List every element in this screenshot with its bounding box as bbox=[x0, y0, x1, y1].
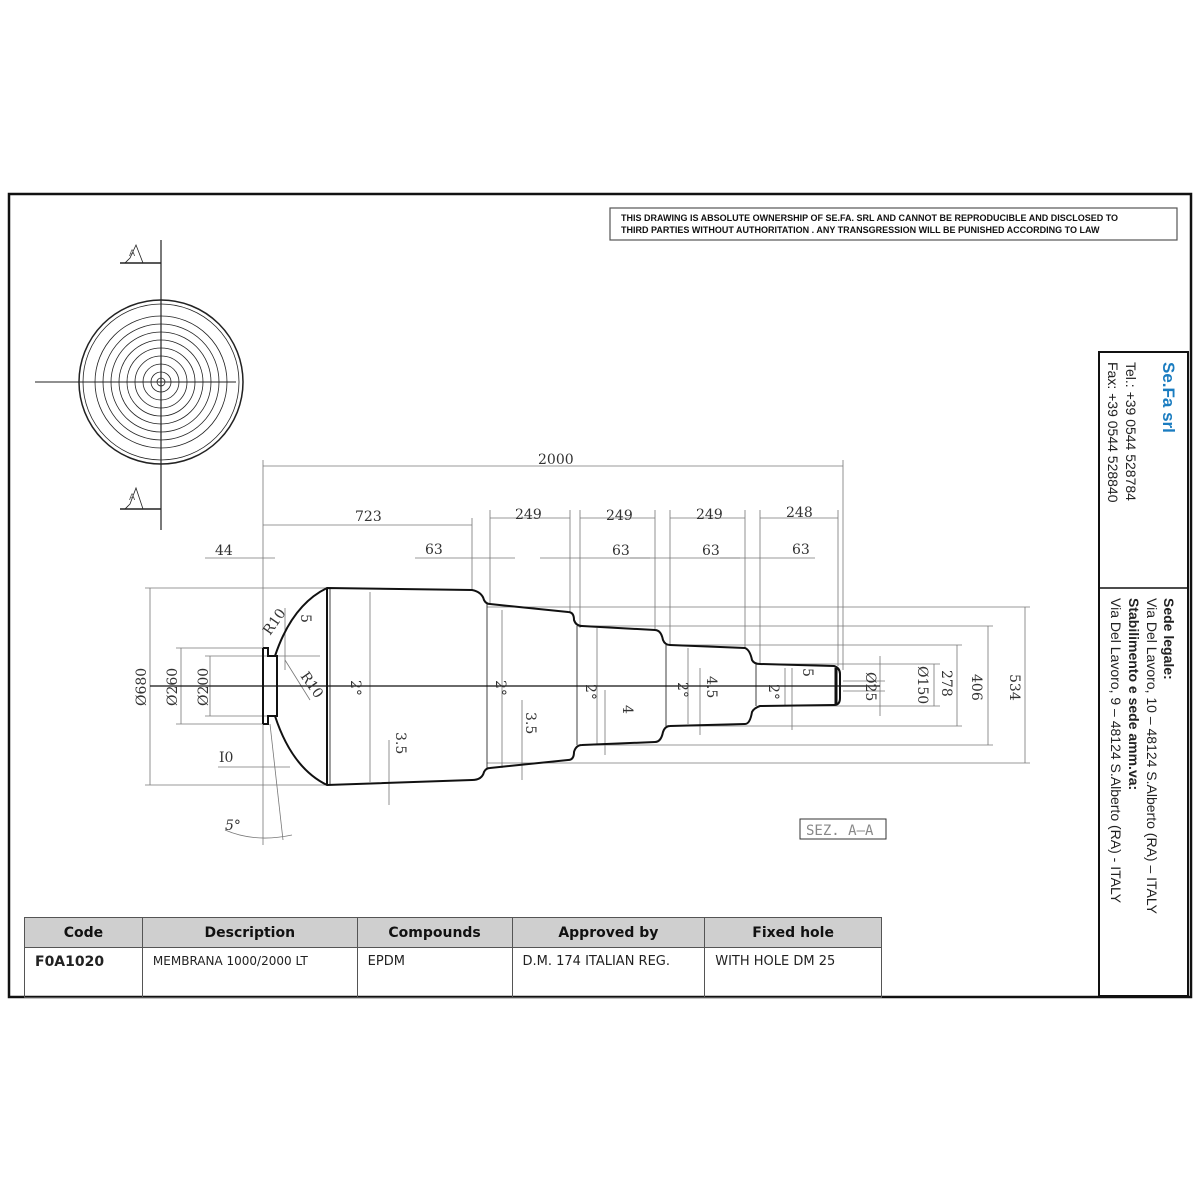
dim-draft-4: 2° bbox=[674, 682, 690, 698]
cell-approved-by: D.M. 174 ITALIAN REG. bbox=[511, 947, 706, 998]
disclaimer-box: THIS DRAWING IS ABSOLUTE OWNERSHIP OF SE… bbox=[609, 207, 1178, 241]
section-label-box: SEZ. A–A bbox=[799, 818, 887, 840]
plant-address: Via Del Lavoro, 9 – 48124 S.Alberto (RA)… bbox=[1108, 598, 1124, 904]
dim-wall-35-b: 3.5 bbox=[522, 712, 538, 734]
dim-seg1: 723 bbox=[355, 509, 382, 525]
dim-10: I0 bbox=[219, 750, 233, 766]
company-name: Se.Fa srl bbox=[1159, 362, 1178, 433]
company-info-panel: Se.Fa srl Tel.: +39 0544 528784 Fax: +39… bbox=[1098, 351, 1189, 997]
dim-angle-5: 5° bbox=[225, 818, 241, 834]
dim-seg5: 248 bbox=[786, 505, 813, 521]
dim-5-top: 5 bbox=[297, 614, 313, 623]
header-approved-by: Approved by bbox=[511, 917, 706, 948]
legal-office-address: Via Del Lavoro, 10 – 48124 S.Alberto (RA… bbox=[1144, 598, 1160, 915]
dim-seg2: 249 bbox=[515, 507, 542, 523]
dim-sub3: 63 bbox=[702, 543, 720, 559]
front-view bbox=[35, 240, 244, 530]
dim-wall-4: 4 bbox=[619, 705, 635, 714]
cell-fixed-hole: WITH HOLE DM 25 bbox=[704, 947, 882, 998]
dim-wall-35-a: 3.5 bbox=[392, 732, 408, 754]
disclaimer-line-1: THIS DRAWING IS ABSOLUTE OWNERSHIP OF SE… bbox=[621, 213, 1118, 223]
dim-d150: Ø150 bbox=[914, 666, 930, 704]
header-fixed-hole: Fixed hole bbox=[704, 917, 882, 948]
dim-sub2: 63 bbox=[612, 543, 630, 559]
dim-d260: Ø260 bbox=[165, 668, 181, 706]
dim-d25: Ø25 bbox=[862, 672, 878, 701]
company-tel: Tel.: +39 0544 528784 bbox=[1123, 362, 1139, 501]
header-description: Description bbox=[141, 917, 358, 948]
dim-sub1: 63 bbox=[425, 542, 443, 558]
dim-wall-5: 5 bbox=[799, 668, 815, 677]
dim-h534: 534 bbox=[1006, 674, 1022, 701]
header-compounds: Compounds bbox=[356, 917, 513, 948]
disclaimer-line-2: THIRD PARTIES WITHOUT AUTHORITATION . AN… bbox=[621, 225, 1100, 235]
company-fax: Fax: +39 0544 528840 bbox=[1105, 362, 1121, 503]
plant-label: Stabilimento e sede amm.va: bbox=[1126, 598, 1142, 790]
cell-description: MEMBRANA 1000/2000 LT bbox=[141, 947, 358, 998]
dim-draft-5: 2° bbox=[765, 684, 781, 700]
section-label: SEZ. A–A bbox=[806, 823, 874, 839]
dimension-labels: 2000 723 249 249 249 248 44 63 63 63 63 … bbox=[134, 452, 1022, 834]
legal-office-label: Sede legale: bbox=[1161, 598, 1177, 680]
cell-code: F0A1020 bbox=[24, 947, 143, 998]
dim-seg4: 249 bbox=[696, 507, 723, 523]
title-block-table: Code Description Compounds Approved by F… bbox=[24, 917, 882, 998]
dim-wall-45: 4.5 bbox=[703, 676, 719, 698]
dim-draft-2: 2° bbox=[492, 680, 508, 696]
dim-h278: 278 bbox=[938, 670, 954, 697]
dim-total-length: 2000 bbox=[538, 452, 574, 468]
cell-compounds: EPDM bbox=[356, 947, 513, 998]
dim-draft-1: 2° bbox=[347, 680, 363, 696]
section-marker-bottom: A bbox=[129, 493, 136, 503]
dim-d200: Ø200 bbox=[196, 668, 212, 706]
dim-h406: 406 bbox=[968, 674, 984, 701]
dimension-lines bbox=[145, 460, 1030, 845]
membrane-profile bbox=[150, 586, 880, 787]
dim-d680: Ø680 bbox=[134, 668, 150, 706]
dim-draft-3: 2° bbox=[582, 684, 598, 700]
drawing-frame bbox=[7, 192, 1193, 999]
dim-sub4: 63 bbox=[792, 542, 810, 558]
section-marker-top: A bbox=[129, 249, 136, 259]
table-header-row: Code Description Compounds Approved by F… bbox=[24, 917, 882, 948]
dim-flange: 44 bbox=[215, 543, 233, 559]
table-row: F0A1020 MEMBRANA 1000/2000 LT EPDM D.M. … bbox=[24, 947, 882, 998]
dim-seg3: 249 bbox=[606, 508, 633, 524]
header-code: Code bbox=[24, 917, 143, 948]
